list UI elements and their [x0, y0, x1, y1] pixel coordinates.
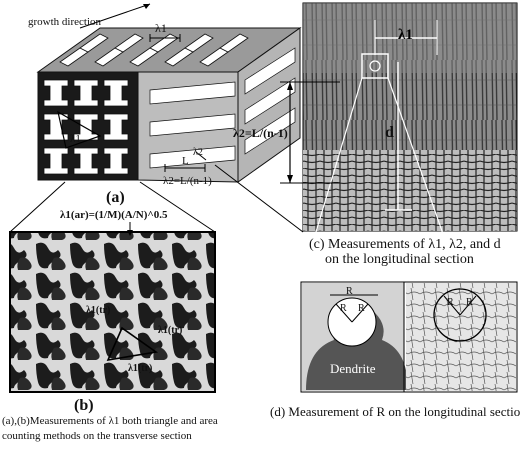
caption-c-line1: (c) Measurements of λ1, λ2, and d — [309, 237, 501, 252]
lambda2-formula-label: λ2=L/(n-1) — [163, 175, 212, 187]
L-label: L — [182, 155, 189, 167]
transverse-micrograph — [9, 231, 216, 393]
caption-c-line2: on the longitudinal section — [325, 252, 474, 267]
caption-ab-line1: (a),(b)Measurements of λ1 both triangle … — [2, 415, 218, 427]
dendrite-label: Dendrite — [330, 361, 376, 376]
caption-d: (d) Measurement of R on the longitudinal… — [270, 404, 520, 419]
lambda1-tr-right: λ1(tr) — [158, 325, 183, 336]
area-formula-label: λ1(ar)=(1/M)(A/N)^0.5 — [60, 209, 168, 221]
lambda1-micrograph-label: λ1 — [398, 27, 413, 43]
block-diagram — [36, 3, 302, 183]
lambda1-tr-left: λ1(tr) — [86, 305, 111, 316]
R-left-2: R — [358, 303, 365, 314]
R-left-1: R — [340, 303, 347, 314]
lambda2-small-label: λ2 — [193, 147, 203, 158]
R-right-2: R — [466, 297, 473, 308]
lambda1-label: λ1 — [155, 21, 167, 35]
d-label: d — [385, 124, 394, 141]
caption-ab-line2: counting methods on the transverse secti… — [2, 430, 192, 442]
R-left-3: R — [346, 286, 353, 297]
growth-direction-label: growth direction — [28, 16, 102, 28]
R-right-1: R — [447, 297, 454, 308]
lambda1-tr-bottom: λ1(tr) — [128, 363, 153, 374]
triangle-lambda-label: λ1 — [70, 133, 81, 145]
panel-b-label: (b) — [74, 397, 94, 414]
panel-a-label: (a) — [106, 189, 125, 206]
lambda2-formula-big: λ2=L/(n-1) — [233, 126, 288, 140]
